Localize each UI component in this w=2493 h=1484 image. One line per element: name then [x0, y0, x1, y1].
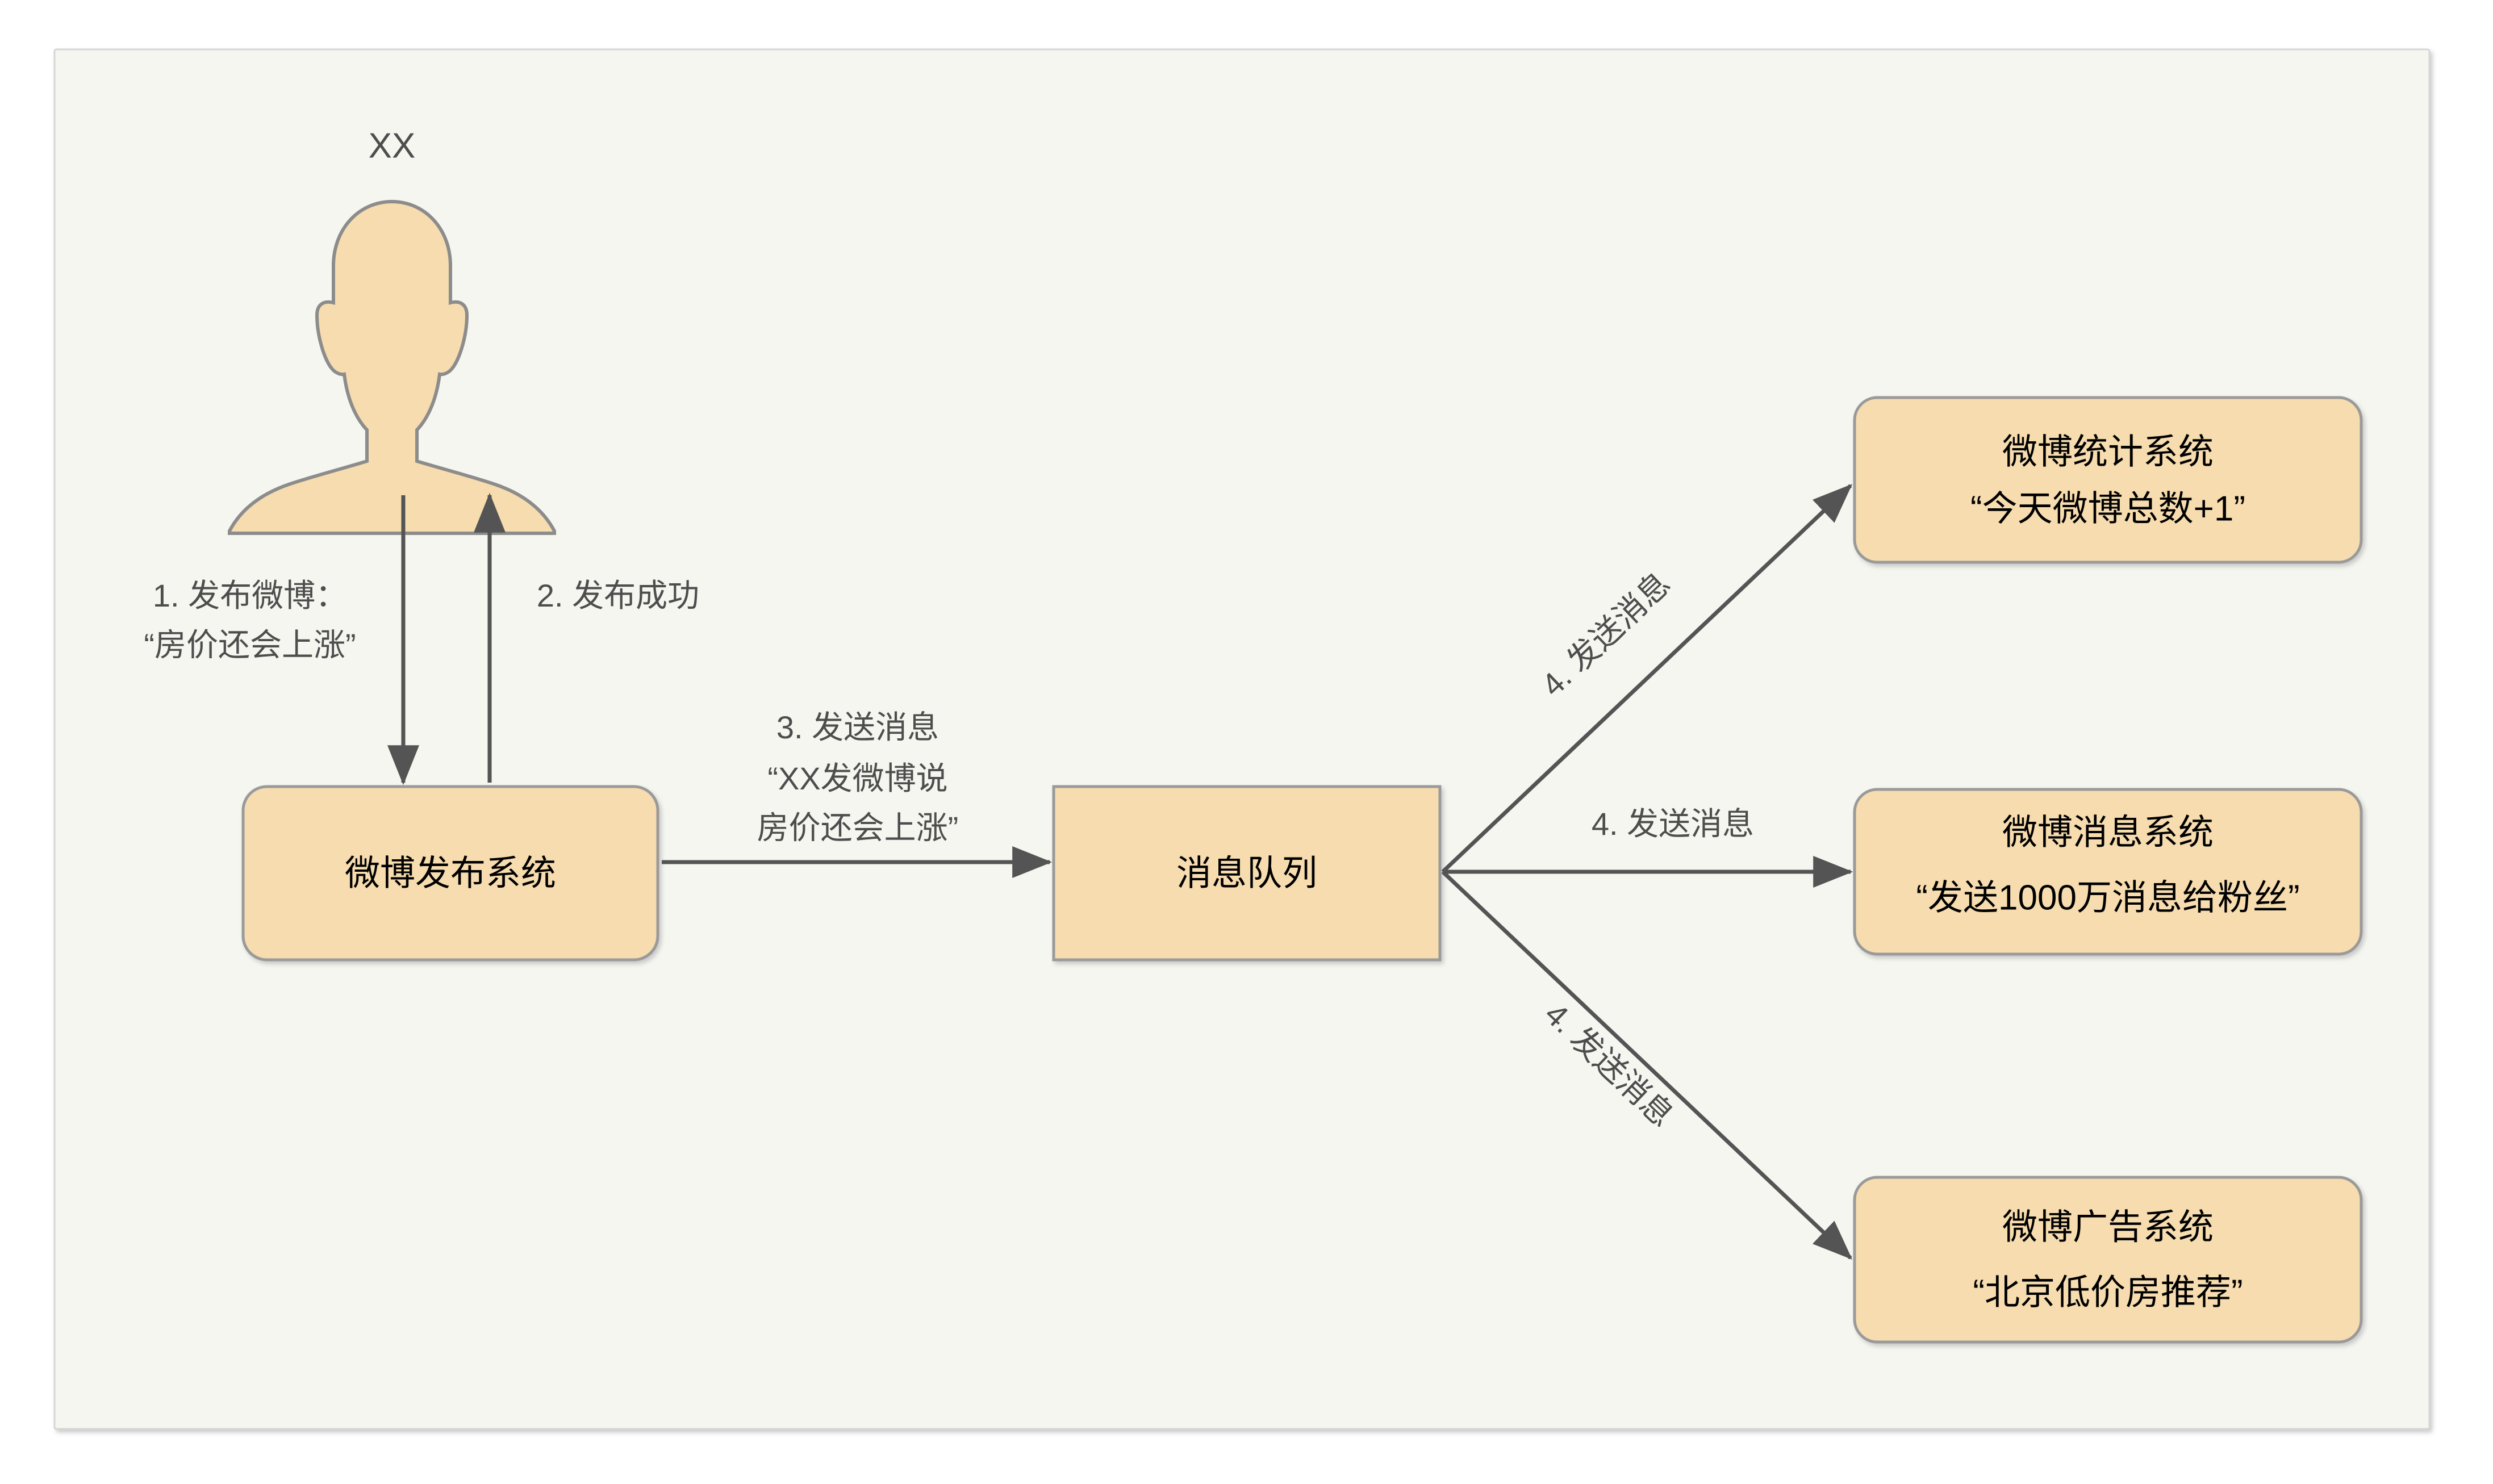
edge-publish-success: 2. 发布成功	[474, 492, 699, 783]
node-publish-system[interactable]: 微博发布系统	[241, 785, 659, 962]
edge-send-to-queue-label-2: “XX发微博说	[767, 760, 947, 796]
actor-label: XX	[369, 126, 416, 165]
node-message-queue-box	[1052, 785, 1442, 962]
edge-queue-to-message-label: 4. 发送消息	[1592, 806, 1754, 842]
edge-send-to-queue: 3. 发送消息 “XX发微博说 房价还会上涨”	[662, 709, 1053, 878]
actor-user[interactable]: XX	[228, 126, 556, 535]
node-ad-system-detail: “北京低价房推荐”	[1973, 1273, 2243, 1312]
node-stats-system-box	[1853, 396, 2363, 564]
node-stats-system[interactable]: 微博统计系统 “今天微博总数+1”	[1853, 396, 2363, 564]
node-message-queue[interactable]: 消息队列	[1052, 785, 1442, 962]
edge-queue-to-ad-line	[1441, 870, 1853, 1260]
edge-publish-weibo-label-1: 1. 发布微博：	[153, 578, 347, 613]
edge-send-to-queue-label-1: 3. 发送消息	[776, 709, 939, 745]
node-stats-system-detail: “今天微博总数+1”	[1970, 489, 2245, 528]
node-message-system-detail: “发送1000万消息给粉丝”	[1916, 878, 2299, 917]
node-stats-system-title: 微博统计系统	[2002, 432, 2214, 471]
edge-publish-weibo-label-2: “房价还会上涨”	[144, 627, 356, 663]
edge-publish-weibo: 1. 发布微博： “房价还会上涨”	[144, 495, 419, 785]
node-publish-system-label: 微博发布系统	[345, 854, 556, 893]
node-publish-system-box	[241, 785, 659, 962]
node-message-system-box	[1853, 788, 2363, 956]
node-message-system[interactable]: 微博消息系统 “发送1000万消息给粉丝”	[1853, 788, 2363, 956]
edge-send-to-queue-label-3: 房价还会上涨”	[757, 810, 959, 846]
edge-publish-success-label: 2. 发布成功	[537, 578, 699, 613]
node-ad-system[interactable]: 微博广告系统 “北京低价房推荐”	[1853, 1176, 2363, 1344]
node-ad-system-title: 微博广告系统	[2002, 1207, 2214, 1247]
node-ad-system-box	[1853, 1176, 2363, 1344]
edge-queue-to-stats-line	[1441, 484, 1853, 873]
node-message-queue-label: 消息队列	[1176, 854, 1317, 893]
actor-silhouette	[228, 199, 556, 535]
node-message-system-title: 微博消息系统	[2002, 813, 2214, 852]
canvas-panel	[53, 48, 2431, 1430]
edge-queue-to-message: 4. 发送消息	[1443, 806, 1853, 888]
